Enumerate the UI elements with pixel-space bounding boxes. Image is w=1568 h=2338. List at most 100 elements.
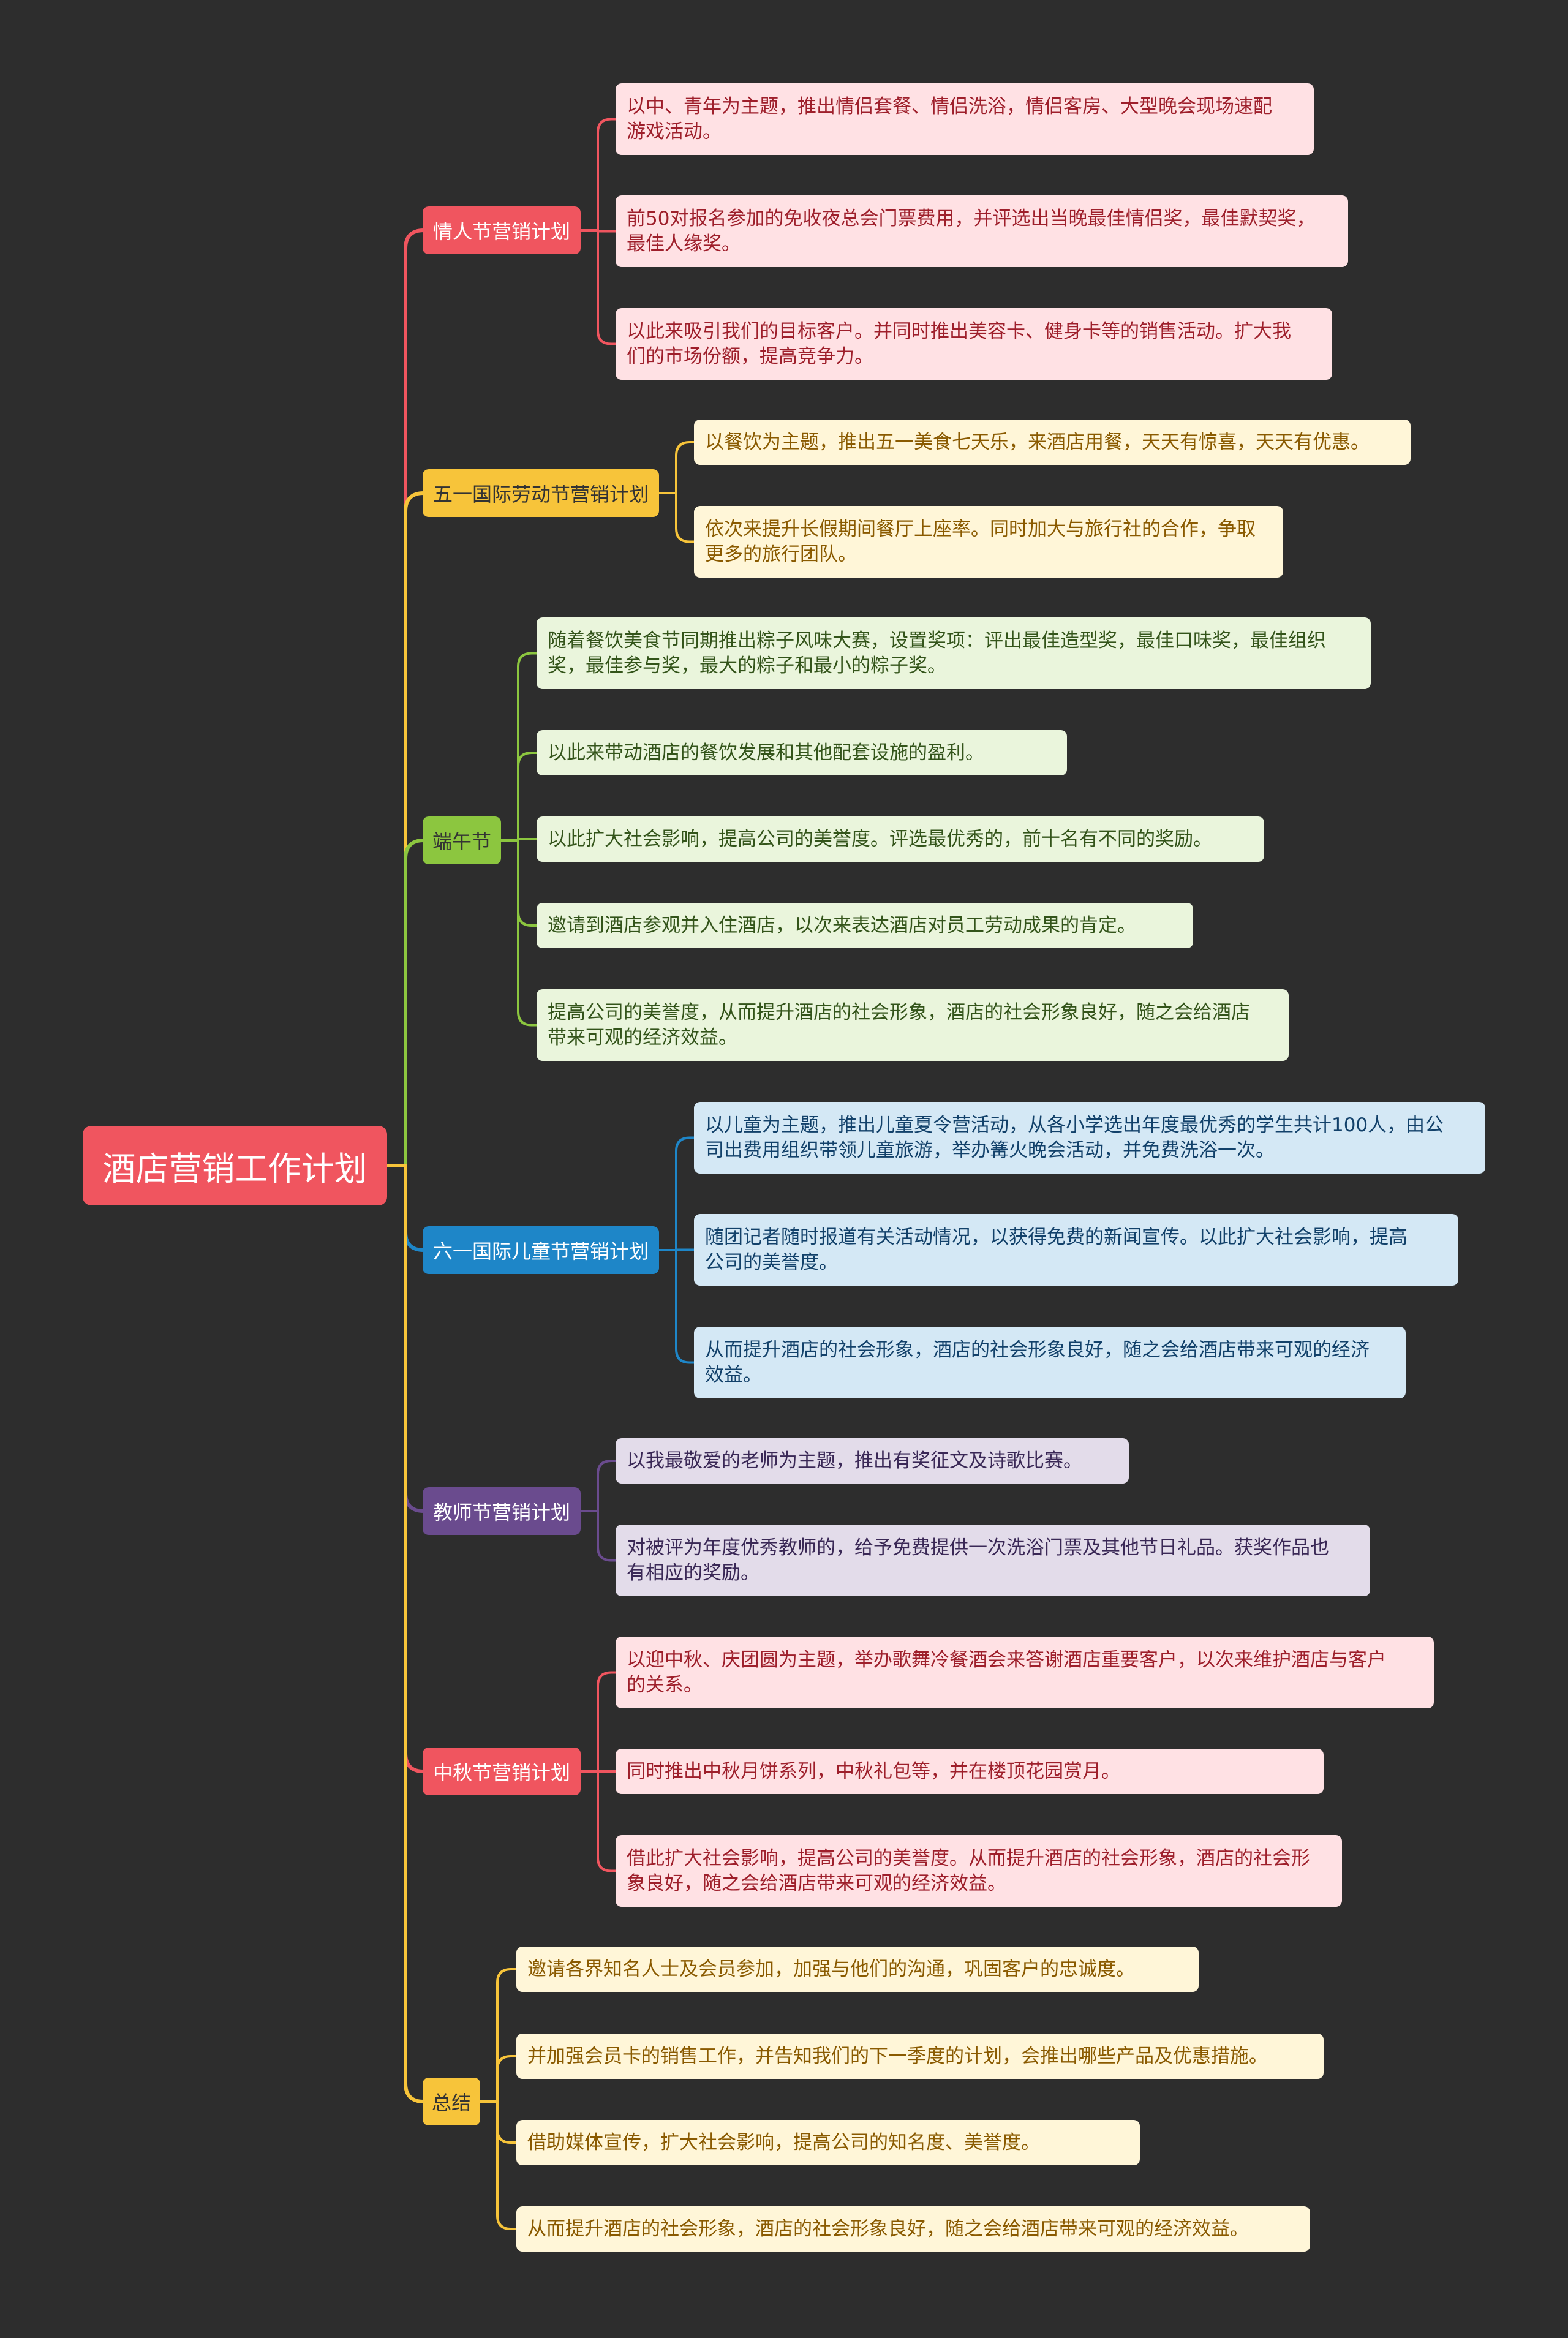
leaf-topic[interactable]: 同时推出中秋月饼系列，中秋礼包等，并在楼顶花园赏月。 xyxy=(616,1749,1324,1794)
connector-line xyxy=(404,1164,424,1773)
branch-topic[interactable]: 六一国际儿童节营销计划 xyxy=(423,1226,659,1274)
leaf-text: 提高公司的美誉度，从而提升酒店的社会形象，酒店的社会形象良好，随之会给酒店带来可… xyxy=(548,1000,1250,1050)
leaf-topic[interactable]: 以此来吸引我们的目标客户。并同时推出美容卡、健身卡等的销售活动。扩大我们的市场份… xyxy=(616,308,1332,380)
leaf-text: 前50对报名参加的免收夜总会门票费用，并评选出当晚最佳情侣奖，最佳默契奖，最佳人… xyxy=(627,206,1315,257)
leaf-topic[interactable]: 借助媒体宣传，扩大社会影响，提高公司的知名度、美誉度。 xyxy=(516,2120,1140,2165)
branch-topic[interactable]: 五一国际劳动节营销计划 xyxy=(423,469,659,517)
leaf-text-line: 以中、青年为主题，推出情侣套餐、情侣洗浴，情侣客房、大型晚会现场速配 xyxy=(627,95,1272,118)
connector-line xyxy=(404,1164,424,1513)
leaf-text-line: 带来可观的经济效益。 xyxy=(548,1026,737,1049)
connector-line xyxy=(597,118,617,232)
leaf-text: 从而提升酒店的社会形象，酒店的社会形象良好，随之会给酒店带来可观的经济效益。 xyxy=(705,1338,1370,1388)
leaf-topic[interactable]: 以儿童为主题，推出儿童夏令营活动，从各小学选出年度最优秀的学生共计100人，由公… xyxy=(694,1102,1485,1174)
leaf-text-line: 从而提升酒店的社会形象，酒店的社会形象良好，随之会给酒店带来可观的经济效益。 xyxy=(527,2217,1249,2240)
connector-line xyxy=(404,839,424,1167)
leaf-topic[interactable]: 依次来提升长假期间餐厅上座率。同时加大与旅行社的合作，争取更多的旅行团队。 xyxy=(694,506,1283,578)
branch-topic[interactable]: 中秋节营销计划 xyxy=(423,1748,581,1795)
leaf-text-line: 同时推出中秋月饼系列，中秋礼包等，并在楼顶花园赏月。 xyxy=(627,1760,1120,1782)
connector-line xyxy=(517,839,538,927)
leaf-topic[interactable]: 随着餐饮美食节同期推出粽子风味大赛，设置奖项：评出最佳造型奖，最佳口味奖，最佳组… xyxy=(537,617,1371,689)
leaf-text-line: 邀请到酒店参观并入住酒店，以次来表达酒店对员工劳动成果的肯定。 xyxy=(548,914,1136,937)
connector-line xyxy=(496,2100,518,2230)
connector-line xyxy=(675,1248,695,1251)
leaf-text-line: 提高公司的美誉度，从而提升酒店的社会形象，酒店的社会形象良好，随之会给酒店 xyxy=(548,1001,1250,1024)
leaf-text: 从而提升酒店的社会形象，酒店的社会形象良好，随之会给酒店带来可观的经济效益。 xyxy=(527,2217,1249,2242)
branch-topic[interactable]: 教师节营销计划 xyxy=(423,1487,581,1535)
leaf-text: 并加强会员卡的销售工作，并告知我们的下一季度的计划，会推出哪些产品及优惠措施。 xyxy=(527,2044,1268,2069)
connector-line xyxy=(404,228,424,1167)
branch-topic[interactable]: 情人节营销计划 xyxy=(423,206,581,254)
leaf-topic[interactable]: 邀请各界知名人士及会员参加，加强与他们的沟通，巩固客户的忠诚度。 xyxy=(516,1947,1199,1992)
connector-line xyxy=(517,752,538,842)
leaf-text: 以中、青年为主题，推出情侣套餐、情侣洗浴，情侣客房、大型晚会现场速配游戏活动。 xyxy=(627,94,1272,145)
leaf-topic[interactable]: 以餐饮为主题，推出五一美食七天乐，来酒店用餐，天天有惊喜，天天有优惠。 xyxy=(694,420,1411,465)
leaf-text: 以此来带动酒店的餐饮发展和其他配套设施的盈利。 xyxy=(548,741,984,766)
leaf-topic[interactable]: 对被评为年度优秀教师的，给予免费提供一次洗浴门票及其他节日礼品。获奖作品也有相应… xyxy=(616,1525,1370,1596)
leaf-topic[interactable]: 以此来带动酒店的餐饮发展和其他配套设施的盈利。 xyxy=(537,730,1067,775)
connector-line xyxy=(597,1770,617,1872)
leaf-text: 同时推出中秋月饼系列，中秋礼包等，并在楼顶花园赏月。 xyxy=(627,1759,1120,1784)
leaf-topic[interactable]: 借此扩大社会影响，提高公司的美誉度。从而提升酒店的社会形象，酒店的社会形象良好，… xyxy=(616,1835,1342,1907)
leaf-text-line: 以此来带动酒店的餐饮发展和其他配套设施的盈利。 xyxy=(548,741,984,764)
leaf-text: 随着餐饮美食节同期推出粽子风味大赛，设置奖项：评出最佳造型奖，最佳口味奖，最佳组… xyxy=(548,628,1326,679)
leaf-text-line: 有相应的奖励。 xyxy=(627,1561,760,1584)
leaf-text: 以迎中秋、庆团圆为主题，举办歌舞冷餐酒会来答谢酒店重要客户，以次来维护酒店与客户… xyxy=(627,1648,1386,1698)
leaf-text-line: 前50对报名参加的免收夜总会门票费用，并评选出当晚最佳情侣奖，最佳默契奖， xyxy=(627,207,1316,230)
leaf-text: 对被评为年度优秀教师的，给予免费提供一次洗浴门票及其他节日礼品。获奖作品也有相应… xyxy=(627,1536,1329,1586)
leaf-topic[interactable]: 以中、青年为主题，推出情侣套餐、情侣洗浴，情侣客房、大型晚会现场速配游戏活动。 xyxy=(616,83,1314,155)
connector-line xyxy=(597,1671,617,1773)
leaf-text-line: 公司的美誉度。 xyxy=(705,1251,838,1273)
leaf-topic[interactable]: 并加强会员卡的销售工作，并告知我们的下一季度的计划，会推出哪些产品及优惠措施。 xyxy=(516,2034,1324,2079)
connector-line xyxy=(597,1460,617,1512)
leaf-text-line: 以我最敬爱的老师为主题，推出有奖征文及诗歌比赛。 xyxy=(627,1449,1082,1472)
leaf-text: 以儿童为主题，推出儿童夏令营活动，从各小学选出年度最优秀的学生共计100人，由公… xyxy=(705,1113,1444,1163)
leaf-topic[interactable]: 从而提升酒店的社会形象，酒店的社会形象良好，随之会给酒店带来可观的经济效益。 xyxy=(694,1327,1406,1398)
leaf-text-line: 借此扩大社会影响，提高公司的美誉度。从而提升酒店的社会形象，酒店的社会形 xyxy=(627,1847,1310,1869)
connector-line xyxy=(404,1164,424,2103)
leaf-text: 以餐饮为主题，推出五一美食七天乐，来酒店用餐，天天有惊喜，天天有优惠。 xyxy=(705,430,1370,455)
leaf-text: 邀请到酒店参观并入住酒店，以次来表达酒店对员工劳动成果的肯定。 xyxy=(548,913,1136,938)
leaf-text-line: 司出费用组织带领儿童旅游，举办篝火晚会活动，并免费洗浴一次。 xyxy=(705,1139,1275,1161)
leaf-text-line: 以儿童为主题，推出儿童夏令营活动，从各小学选出年度最优秀的学生共计100人，由公 xyxy=(705,1114,1444,1136)
leaf-topic[interactable]: 随团记者随时报道有关活动情况，以获得免费的新闻宣传。以此扩大社会影响，提高公司的… xyxy=(694,1214,1458,1286)
leaf-text-line: 对被评为年度优秀教师的，给予免费提供一次洗浴门票及其他节日礼品。获奖作品也 xyxy=(627,1536,1329,1559)
leaf-text-line: 以此来吸引我们的目标客户。并同时推出美容卡、健身卡等的销售活动。扩大我 xyxy=(627,320,1291,342)
leaf-text: 随团记者随时报道有关活动情况，以获得免费的新闻宣传。以此扩大社会影响，提高公司的… xyxy=(705,1225,1408,1275)
connector-line xyxy=(675,1249,695,1364)
leaf-topic[interactable]: 以我最敬爱的老师为主题，推出有奖征文及诗歌比赛。 xyxy=(616,1438,1129,1484)
leaf-text-line: 邀请各界知名人士及会员参加，加强与他们的沟通，巩固客户的忠诚度。 xyxy=(527,1958,1135,1980)
leaf-topic[interactable]: 提高公司的美誉度，从而提升酒店的社会形象，酒店的社会形象良好，随之会给酒店带来可… xyxy=(537,989,1289,1061)
root-topic[interactable]: 酒店营销工作计划 xyxy=(83,1126,387,1205)
leaf-text-line: 随团记者随时报道有关活动情况，以获得免费的新闻宣传。以此扩大社会影响，提高 xyxy=(705,1226,1408,1248)
leaf-text-line: 象良好，随之会给酒店带来可观的经济效益。 xyxy=(627,1872,1006,1895)
leaf-text: 借助媒体宣传，扩大社会影响，提高公司的知名度、美誉度。 xyxy=(527,2130,1040,2155)
leaf-text-line: 效益。 xyxy=(705,1363,762,1386)
leaf-topic[interactable]: 从而提升酒店的社会形象，酒店的社会形象良好，随之会给酒店带来可观的经济效益。 xyxy=(516,2206,1310,2252)
leaf-text: 邀请各界知名人士及会员参加，加强与他们的沟通，巩固客户的忠诚度。 xyxy=(527,1957,1135,1982)
connector-line xyxy=(496,2055,518,2103)
leaf-text-line: 最佳人缘奖。 xyxy=(627,232,741,255)
leaf-text-line: 奖，最佳参与奖，最大的粽子和最小的粽子奖。 xyxy=(548,654,946,677)
branch-topic[interactable]: 端午节 xyxy=(423,816,501,864)
leaf-topic[interactable]: 以此扩大社会影响，提高公司的美誉度。评选最优秀的，前十名有不同的奖励。 xyxy=(537,816,1264,862)
leaf-text-line: 并加强会员卡的销售工作，并告知我们的下一季度的计划，会推出哪些产品及优惠措施。 xyxy=(527,2045,1268,2067)
leaf-text: 依次来提升长假期间餐厅上座率。同时加大与旅行社的合作，争取更多的旅行团队。 xyxy=(705,517,1256,567)
connector-line xyxy=(404,1164,424,1252)
leaf-text-line: 以此扩大社会影响，提高公司的美誉度。评选最优秀的，前十名有不同的奖励。 xyxy=(548,828,1212,850)
leaf-text-line: 们的市场份额，提高竞争力。 xyxy=(627,345,873,368)
branch-topic[interactable]: 总结 xyxy=(423,2078,480,2125)
leaf-text: 以此来吸引我们的目标客户。并同时推出美容卡、健身卡等的销售活动。扩大我们的市场份… xyxy=(627,319,1291,369)
connector-line xyxy=(496,2100,518,2144)
leaf-topic[interactable]: 前50对报名参加的免收夜总会门票费用，并评选出当晚最佳情侣奖，最佳默契奖，最佳人… xyxy=(616,195,1348,267)
connector-line xyxy=(597,229,617,233)
leaf-topic[interactable]: 邀请到酒店参观并入住酒店，以次来表达酒店对员工劳动成果的肯定。 xyxy=(537,903,1193,948)
connector-line xyxy=(675,1136,695,1251)
leaf-text-line: 借助媒体宣传，扩大社会影响，提高公司的知名度、美誉度。 xyxy=(527,2131,1040,2154)
leaf-text: 以此扩大社会影响，提高公司的美誉度。评选最优秀的，前十名有不同的奖励。 xyxy=(548,827,1212,852)
leaf-topic[interactable]: 以迎中秋、庆团圆为主题，举办歌舞冷餐酒会来答谢酒店重要客户，以次来维护酒店与客户… xyxy=(616,1637,1434,1708)
leaf-text: 借此扩大社会影响，提高公司的美誉度。从而提升酒店的社会形象，酒店的社会形象良好，… xyxy=(627,1846,1310,1896)
connector-line xyxy=(675,441,695,494)
connector-line xyxy=(517,838,538,842)
connector-line xyxy=(404,491,424,1167)
